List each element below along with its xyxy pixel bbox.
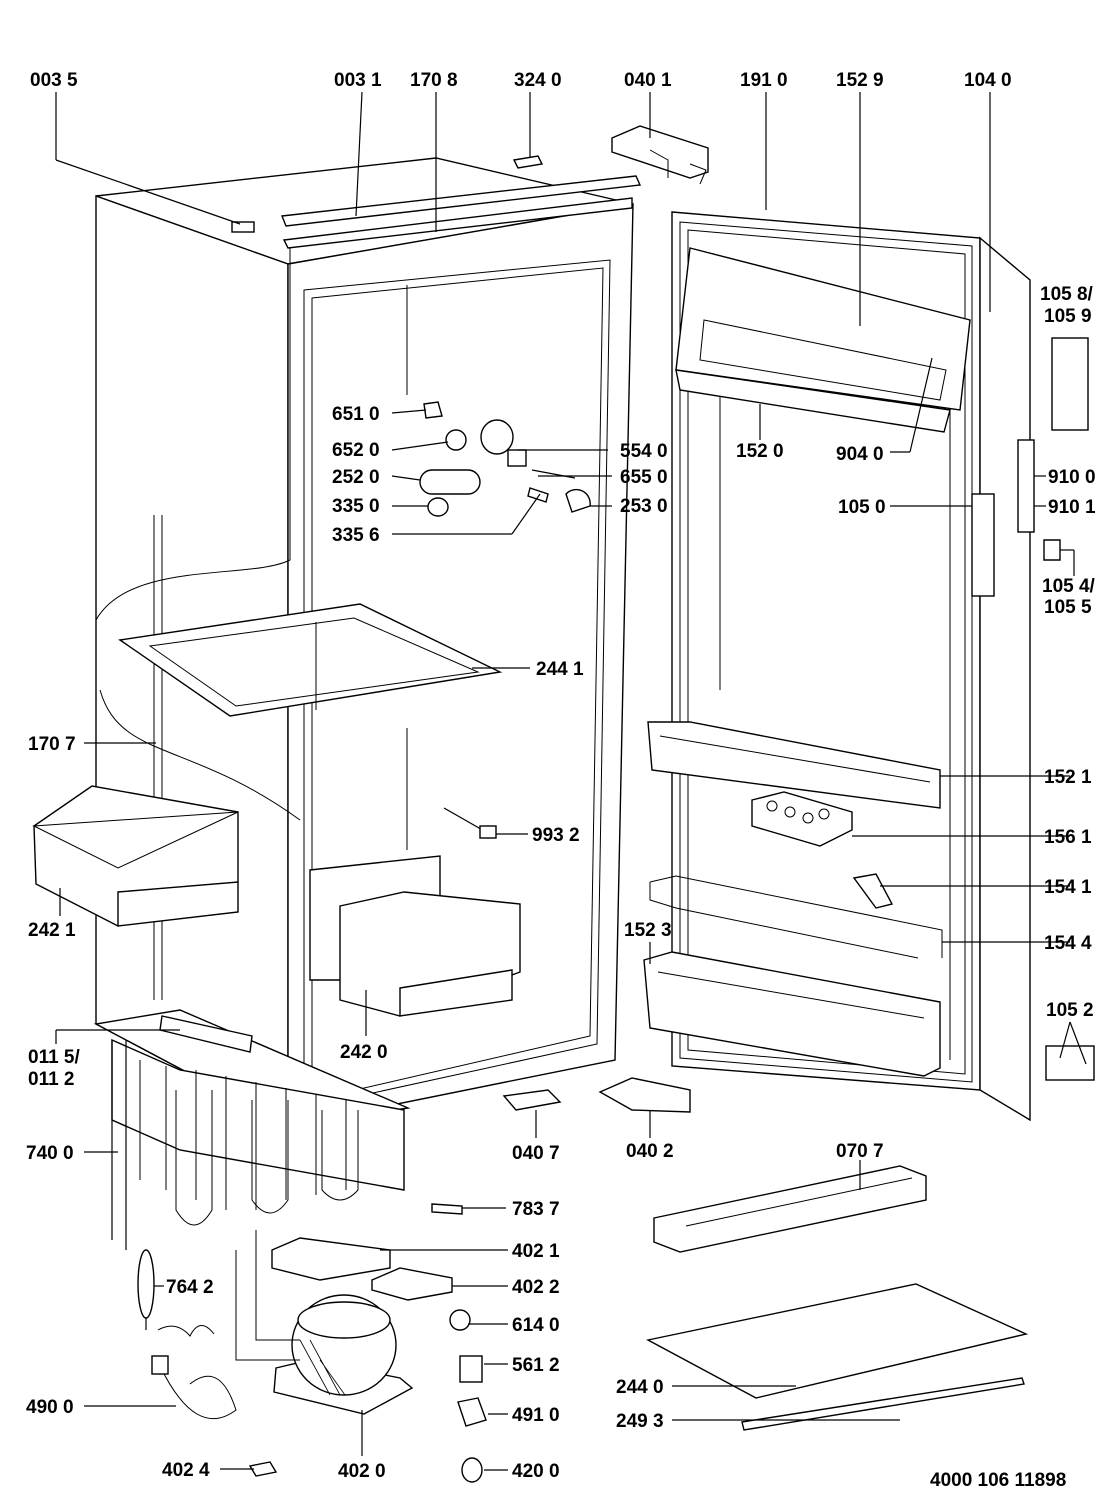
lamp-assembly — [419, 401, 591, 517]
callout-490-0: 490 0 — [26, 1397, 74, 1418]
callout-402-2: 402 2 — [512, 1277, 560, 1298]
cover-strip-part — [281, 175, 642, 227]
glass-plate-part — [645, 1283, 1029, 1431]
crisper-bin-left — [32, 785, 239, 927]
power-cord-part — [151, 1355, 237, 1420]
electrical-parts — [449, 1309, 487, 1483]
callout-154-4: 154 4 — [1044, 933, 1092, 954]
callout-655-0: 655 0 — [620, 467, 668, 488]
callout-904-0: 904 0 — [836, 444, 884, 465]
leader-lines — [55, 91, 1087, 1471]
callout-011-5: 011 5/ — [28, 1047, 80, 1068]
callout-156-1: 156 1 — [1044, 827, 1092, 848]
callout-244-0: 244 0 — [616, 1377, 664, 1398]
door-strip-part — [971, 493, 995, 597]
callout-105-2: 105 2 — [1046, 1000, 1094, 1021]
callout-170-8: 170 8 — [410, 70, 458, 91]
callout-040-7: 040 7 — [512, 1143, 560, 1164]
plinth-part — [653, 1165, 927, 1253]
filter-drier-part — [137, 1249, 215, 1337]
condenser-part — [111, 1038, 405, 1250]
callout-003-5: 003 5 — [30, 70, 78, 91]
callout-910-1: 910 1 — [1048, 497, 1096, 518]
callout-402-4: 402 4 — [162, 1460, 210, 1481]
callout-105-0: 105 0 — [838, 497, 886, 518]
callout-402-1: 402 1 — [512, 1241, 560, 1262]
callout-402-0: 402 0 — [338, 1461, 386, 1482]
callout-253-0: 253 0 — [620, 496, 668, 517]
callout-249-3: 249 3 — [616, 1411, 664, 1432]
callout-152-0: 152 0 — [736, 441, 784, 462]
callout-105-9: 105 9 — [1044, 306, 1092, 327]
callout-040-2: 040 2 — [626, 1141, 674, 1162]
callout-labels: 003 5 003 1 170 8 324 0 040 1 191 0 152 … — [26, 70, 1096, 1491]
callout-242-1: 242 1 — [28, 920, 76, 941]
callout-152-1: 152 1 — [1044, 767, 1092, 788]
upper-hinge-part — [611, 125, 709, 185]
callout-783-7: 783 7 — [512, 1199, 560, 1220]
callout-242-0: 242 0 — [340, 1042, 388, 1063]
callout-040-1: 040 1 — [624, 70, 672, 91]
callout-003-1: 003 1 — [334, 70, 382, 91]
callout-554-0: 554 0 — [620, 441, 668, 462]
clip-part — [852, 873, 894, 909]
sensor-part — [443, 807, 497, 839]
callout-324-0: 324 0 — [514, 70, 562, 91]
callout-652-0: 652 0 — [332, 440, 380, 461]
small-bracket-part — [512, 155, 544, 169]
dairy-compartment-part — [675, 247, 971, 433]
callout-170-7: 170 7 — [28, 734, 76, 755]
crisper-bin-lower — [309, 855, 521, 1017]
callout-740-0: 740 0 — [26, 1143, 74, 1164]
door-shelf-lower — [643, 951, 941, 1077]
callout-152-9: 152 9 — [836, 70, 884, 91]
callout-420-0: 420 0 — [512, 1461, 560, 1482]
side-hinge-parts — [1017, 337, 1095, 1081]
callout-561-2: 561 2 — [512, 1355, 560, 1376]
drip-tray-parts — [271, 1203, 463, 1301]
egg-tray-part — [751, 791, 853, 847]
callout-651-0: 651 0 — [332, 404, 380, 425]
callout-154-1: 154 1 — [1044, 877, 1092, 898]
callout-252-0: 252 0 — [332, 467, 380, 488]
callout-244-1: 244 1 — [536, 659, 584, 680]
callout-764-2: 764 2 — [166, 1277, 214, 1298]
top-parts — [231, 155, 642, 249]
callout-105-5: 105 5 — [1044, 597, 1092, 618]
compressor-part — [235, 1230, 414, 1415]
lower-hinge-part — [159, 1015, 691, 1113]
callout-070-7: 070 7 — [836, 1141, 884, 1162]
document-number: 4000 106 11898 — [930, 1470, 1066, 1491]
callout-105-4: 105 4/ — [1042, 576, 1096, 597]
callout-104-0: 104 0 — [964, 70, 1012, 91]
callout-614-0: 614 0 — [512, 1315, 560, 1336]
callout-491-0: 491 0 — [512, 1405, 560, 1426]
callout-152-3: 152 3 — [624, 920, 672, 941]
bar-rail-part — [649, 875, 943, 959]
callout-910-0: 910 0 — [1048, 467, 1096, 488]
callout-993-2: 993 2 — [532, 825, 580, 846]
frame-strip-part — [282, 197, 633, 249]
door-shelf-upper — [647, 721, 941, 809]
callout-191-0: 191 0 — [740, 70, 788, 91]
callout-011-2: 011 2 — [28, 1069, 75, 1090]
small-clip-part — [248, 1461, 278, 1477]
callout-105-8: 105 8/ — [1040, 284, 1094, 305]
glass-shelf-part — [118, 603, 503, 717]
callout-335-0: 335 0 — [332, 496, 380, 517]
hinge-cap-part — [231, 221, 255, 233]
callout-335-6: 335 6 — [332, 525, 380, 546]
